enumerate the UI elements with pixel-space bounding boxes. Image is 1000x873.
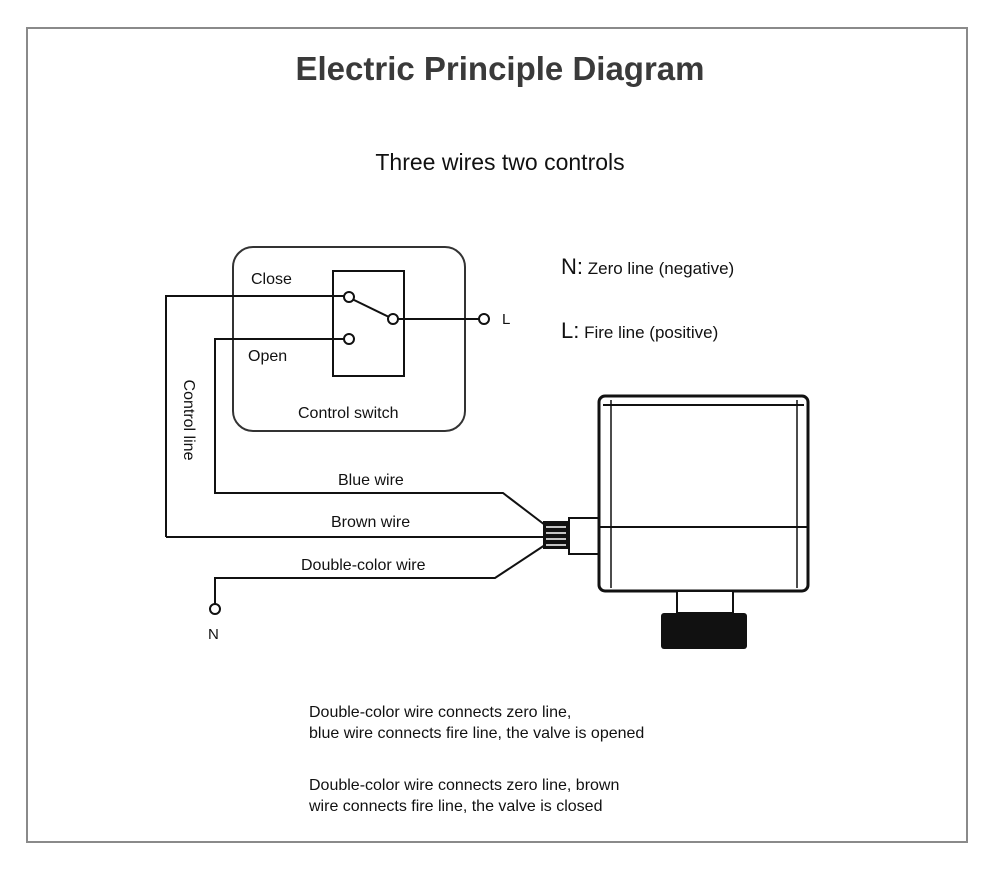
blue-wire — [214, 338, 546, 526]
connector-plug — [543, 517, 600, 555]
double-color-wire-label: Double-color wire — [301, 557, 426, 574]
terminal-l-icon — [478, 313, 490, 325]
diagram-subtitle: Three wires two controls — [375, 149, 625, 175]
actuator-coupling — [661, 613, 747, 649]
actuator-neck — [676, 590, 734, 614]
close-contact — [343, 291, 355, 303]
legend-n-text: Zero line (negative) — [587, 259, 735, 278]
terminal-n-label: N — [208, 626, 219, 643]
control-line-wire — [165, 295, 347, 537]
brown-wire-label: Brown wire — [331, 514, 411, 531]
switch-body — [332, 270, 405, 377]
diagram-title: Electric Principle Diagram — [295, 50, 705, 87]
note-valve-opened-line2: blue wire connects fire line, the valve … — [309, 725, 645, 742]
control-switch-label: Control switch — [298, 405, 399, 422]
connector-socket — [568, 517, 600, 555]
note-valve-opened: Double-color wire connects zero line, bl… — [309, 702, 644, 744]
note-valve-closed-line2: wire connects fire line, the valve is cl… — [309, 798, 603, 815]
note-valve-closed-line1: Double-color wire connects zero line, br… — [309, 777, 620, 794]
terminal-n-icon — [209, 603, 221, 615]
terminal-l-label: L — [502, 311, 511, 328]
switch-lever — [351, 298, 390, 318]
actuator-body — [597, 394, 810, 593]
legend-n: N: Zero line (negative) — [561, 254, 734, 280]
diagram-frame — [26, 27, 968, 843]
common-contact — [387, 313, 399, 325]
close-label: Close — [251, 271, 292, 288]
open-contact — [343, 333, 355, 345]
note-valve-opened-line1: Double-color wire connects zero line, — [309, 704, 572, 721]
double-color-wire — [214, 544, 546, 604]
open-label: Open — [248, 348, 288, 365]
control-line-label: Control line — [180, 379, 197, 461]
legend-l-text: Fire line (positive) — [584, 323, 719, 342]
legend-l-key: L: — [561, 318, 580, 343]
valve-actuator — [597, 394, 810, 649]
legend-n-key: N: — [561, 254, 583, 279]
note-valve-closed: Double-color wire connects zero line, br… — [309, 775, 619, 817]
legend-l: L: Fire line (positive) — [561, 318, 718, 344]
blue-wire-label: Blue wire — [338, 472, 404, 489]
